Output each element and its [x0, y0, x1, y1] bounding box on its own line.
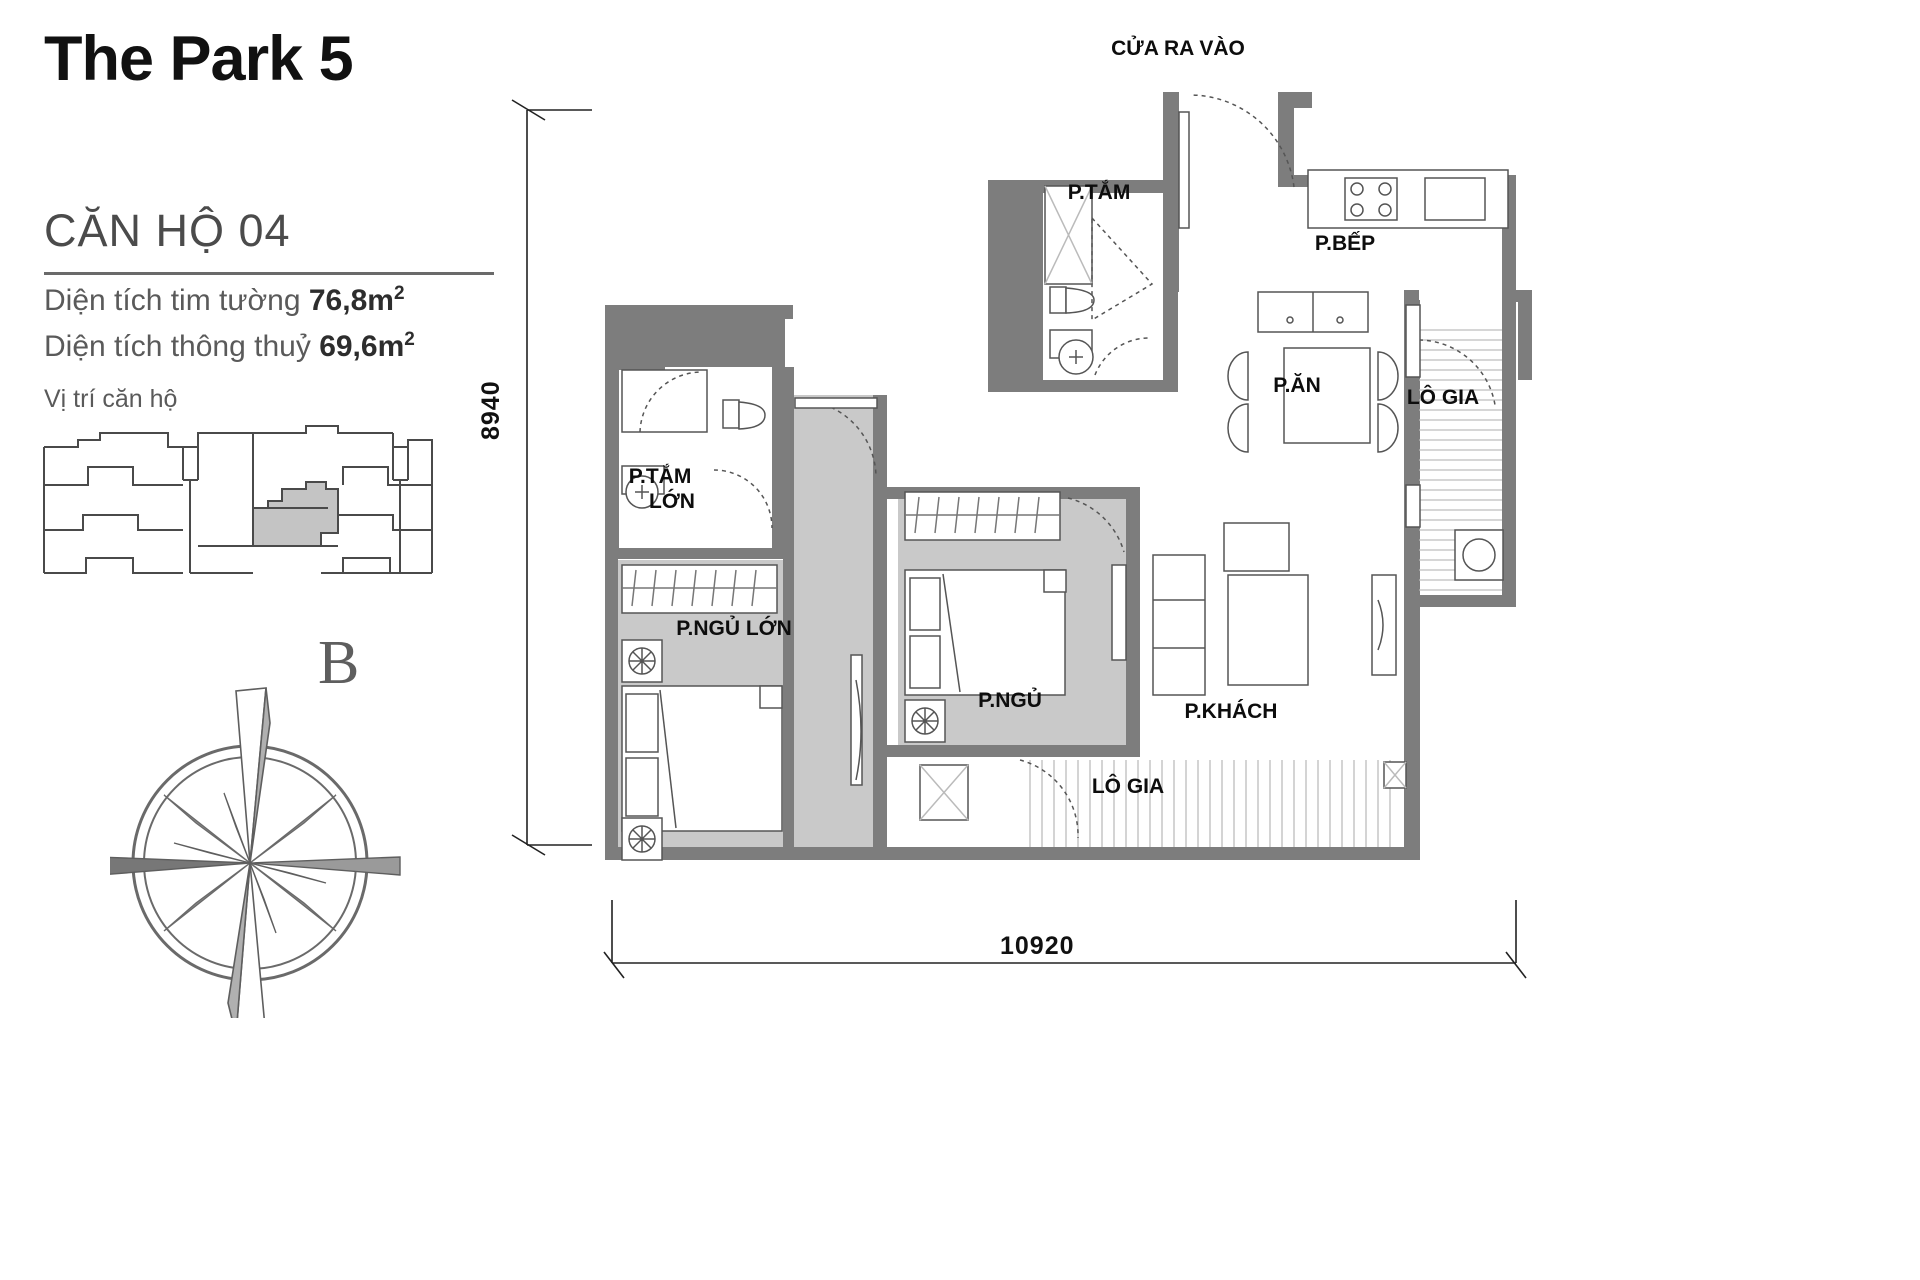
net-area-label: Diện tích thông thuỷ: [44, 330, 311, 363]
key-plan-core-divider: [182, 447, 199, 481]
compass-rose: [110, 687, 401, 1018]
living-armchair: [1223, 522, 1290, 572]
key-plan-outline: [43, 425, 433, 573]
corridor-door-swing: [799, 399, 877, 477]
unit-title: CĂN HỘ 04: [44, 205, 291, 256]
masterbath-door-swing: [639, 371, 703, 433]
living-tv-unit: [1371, 574, 1397, 676]
master-pillow-1: [625, 693, 659, 753]
dimension-horizontal: 10920: [1000, 932, 1075, 960]
wall-bath-right: [1163, 180, 1178, 392]
compass-diagonal-rays: [163, 794, 337, 932]
bed2-pillow-1: [909, 577, 941, 631]
net-area-value: 69,6m: [319, 330, 405, 363]
entrance-door-leaf: [1178, 111, 1190, 229]
compass-star: [173, 792, 327, 934]
wall-masterbath-right: [772, 367, 783, 559]
master-nightstand: [759, 685, 783, 709]
bed2-nightstand: [1043, 569, 1067, 593]
wall-corridor-right: [873, 395, 887, 857]
kitchen-hob: [1344, 177, 1398, 221]
kitchen-sink: [1424, 177, 1486, 221]
bed2-wardrobe: [904, 491, 1061, 541]
bed2-wardrobe-hangers: [905, 496, 1060, 534]
wall-masterbath-bottom: [618, 548, 783, 559]
front-loggia-hatch: [1029, 760, 1391, 847]
room-label-master-bath: P.TẮM: [629, 464, 692, 488]
shower-tray-cross: [1044, 185, 1093, 285]
gross-area-line: Diện tích tim tường 76,8m2: [44, 284, 405, 316]
net-area-line: Diện tích thông thuỷ 69,6m2: [44, 330, 415, 362]
wall-far-right: [1518, 290, 1532, 380]
north-letter: B: [318, 629, 360, 697]
info-panel: The Park 5 CĂN HỘ 04 Diện tích tim tường…: [0, 0, 620, 1280]
bed2-pillow-2: [909, 635, 941, 689]
wall-entry-top: [1278, 92, 1294, 187]
wall-bath-left: [988, 180, 1043, 392]
room-label-dining: P.ĂN: [1273, 374, 1320, 397]
wall-bottom-left: [605, 847, 895, 860]
room-label-loggia-right: LÔ GIA: [1407, 385, 1479, 409]
room-label-master-bed: P.NGỦ LỚN: [676, 616, 792, 640]
living-sofa: [1152, 554, 1206, 696]
key-plan-label: Vị trí căn hộ: [44, 385, 178, 413]
master-door-leaf: [850, 654, 863, 786]
compass-horizontal-arm: [110, 856, 401, 876]
room-label-master-bath-2: LỚN: [649, 489, 695, 513]
net-area-sup: 2: [404, 329, 415, 350]
wall-loggia-right-outer: [1502, 175, 1516, 605]
wall-bath-bottom: [988, 380, 1178, 392]
dimension-lines: [511, 99, 1527, 979]
bath-door-swing-2: [1094, 337, 1151, 376]
room-label-entrance: CỬA RA VÀO: [1111, 36, 1245, 60]
room-label-kitchen: P.BẾP: [1315, 232, 1375, 255]
bed2-door-swing: [1067, 497, 1125, 553]
corridor-door-leaf: [794, 397, 878, 409]
toilet-tank: [1049, 286, 1067, 314]
bath-door-swing: [1091, 216, 1154, 322]
masterbath-toilet-tank: [722, 399, 740, 429]
wall-entry-header: [1278, 92, 1312, 108]
wall-bed2-bottom: [885, 745, 1140, 757]
gross-area-label: Diện tích tim tường: [44, 284, 301, 317]
walls: [605, 92, 1532, 860]
room-label-loggia-front: LÔ GIA: [1092, 774, 1164, 798]
fixtures: [621, 94, 1509, 861]
dining-chairs: [1227, 351, 1399, 453]
room-label-living: P.KHÁCH: [1185, 700, 1278, 723]
wall-bed2-right: [1126, 487, 1140, 757]
front-loggia-door-swing: [1019, 759, 1079, 839]
room-label-bathroom: P.TẮM: [1068, 180, 1131, 204]
key-plan-spine: [252, 433, 328, 509]
loggia-right-window: [1405, 304, 1421, 378]
fill-corridor: [790, 395, 885, 855]
key-plan-diagram: [43, 425, 433, 574]
room-label-bedroom-2: P.NGỦ: [978, 688, 1042, 712]
page-title: The Park 5: [44, 24, 354, 94]
entrance-door-swing: [1189, 94, 1295, 188]
master-wardrobe: [621, 564, 778, 614]
toilet-bowl: [1065, 287, 1095, 314]
wall-left-outer: [605, 305, 618, 860]
wall-top-return: [1278, 175, 1308, 187]
master-pillow-2: [625, 757, 659, 817]
wall-living-bottom: [895, 847, 1420, 860]
dining-table: [1283, 347, 1371, 444]
wall-loggia-right-bottom: [1419, 595, 1516, 607]
gross-area-value: 76,8m: [308, 284, 394, 317]
bed2-window: [1111, 564, 1127, 661]
gross-area-sup: 2: [393, 283, 405, 304]
masterbath-shower: [621, 369, 708, 433]
title-divider: [44, 272, 494, 275]
master-wardrobe-hangers: [622, 569, 777, 607]
masterbath-toilet: [738, 401, 766, 430]
loggia-right-window-2: [1405, 484, 1421, 528]
masterbath-door-swing-2: [713, 469, 773, 529]
wall-corridor-left: [783, 367, 794, 857]
key-plan-highlight-unit: [252, 481, 339, 547]
living-coffee-table: [1227, 574, 1309, 686]
compass-north-needle: [227, 687, 271, 1018]
